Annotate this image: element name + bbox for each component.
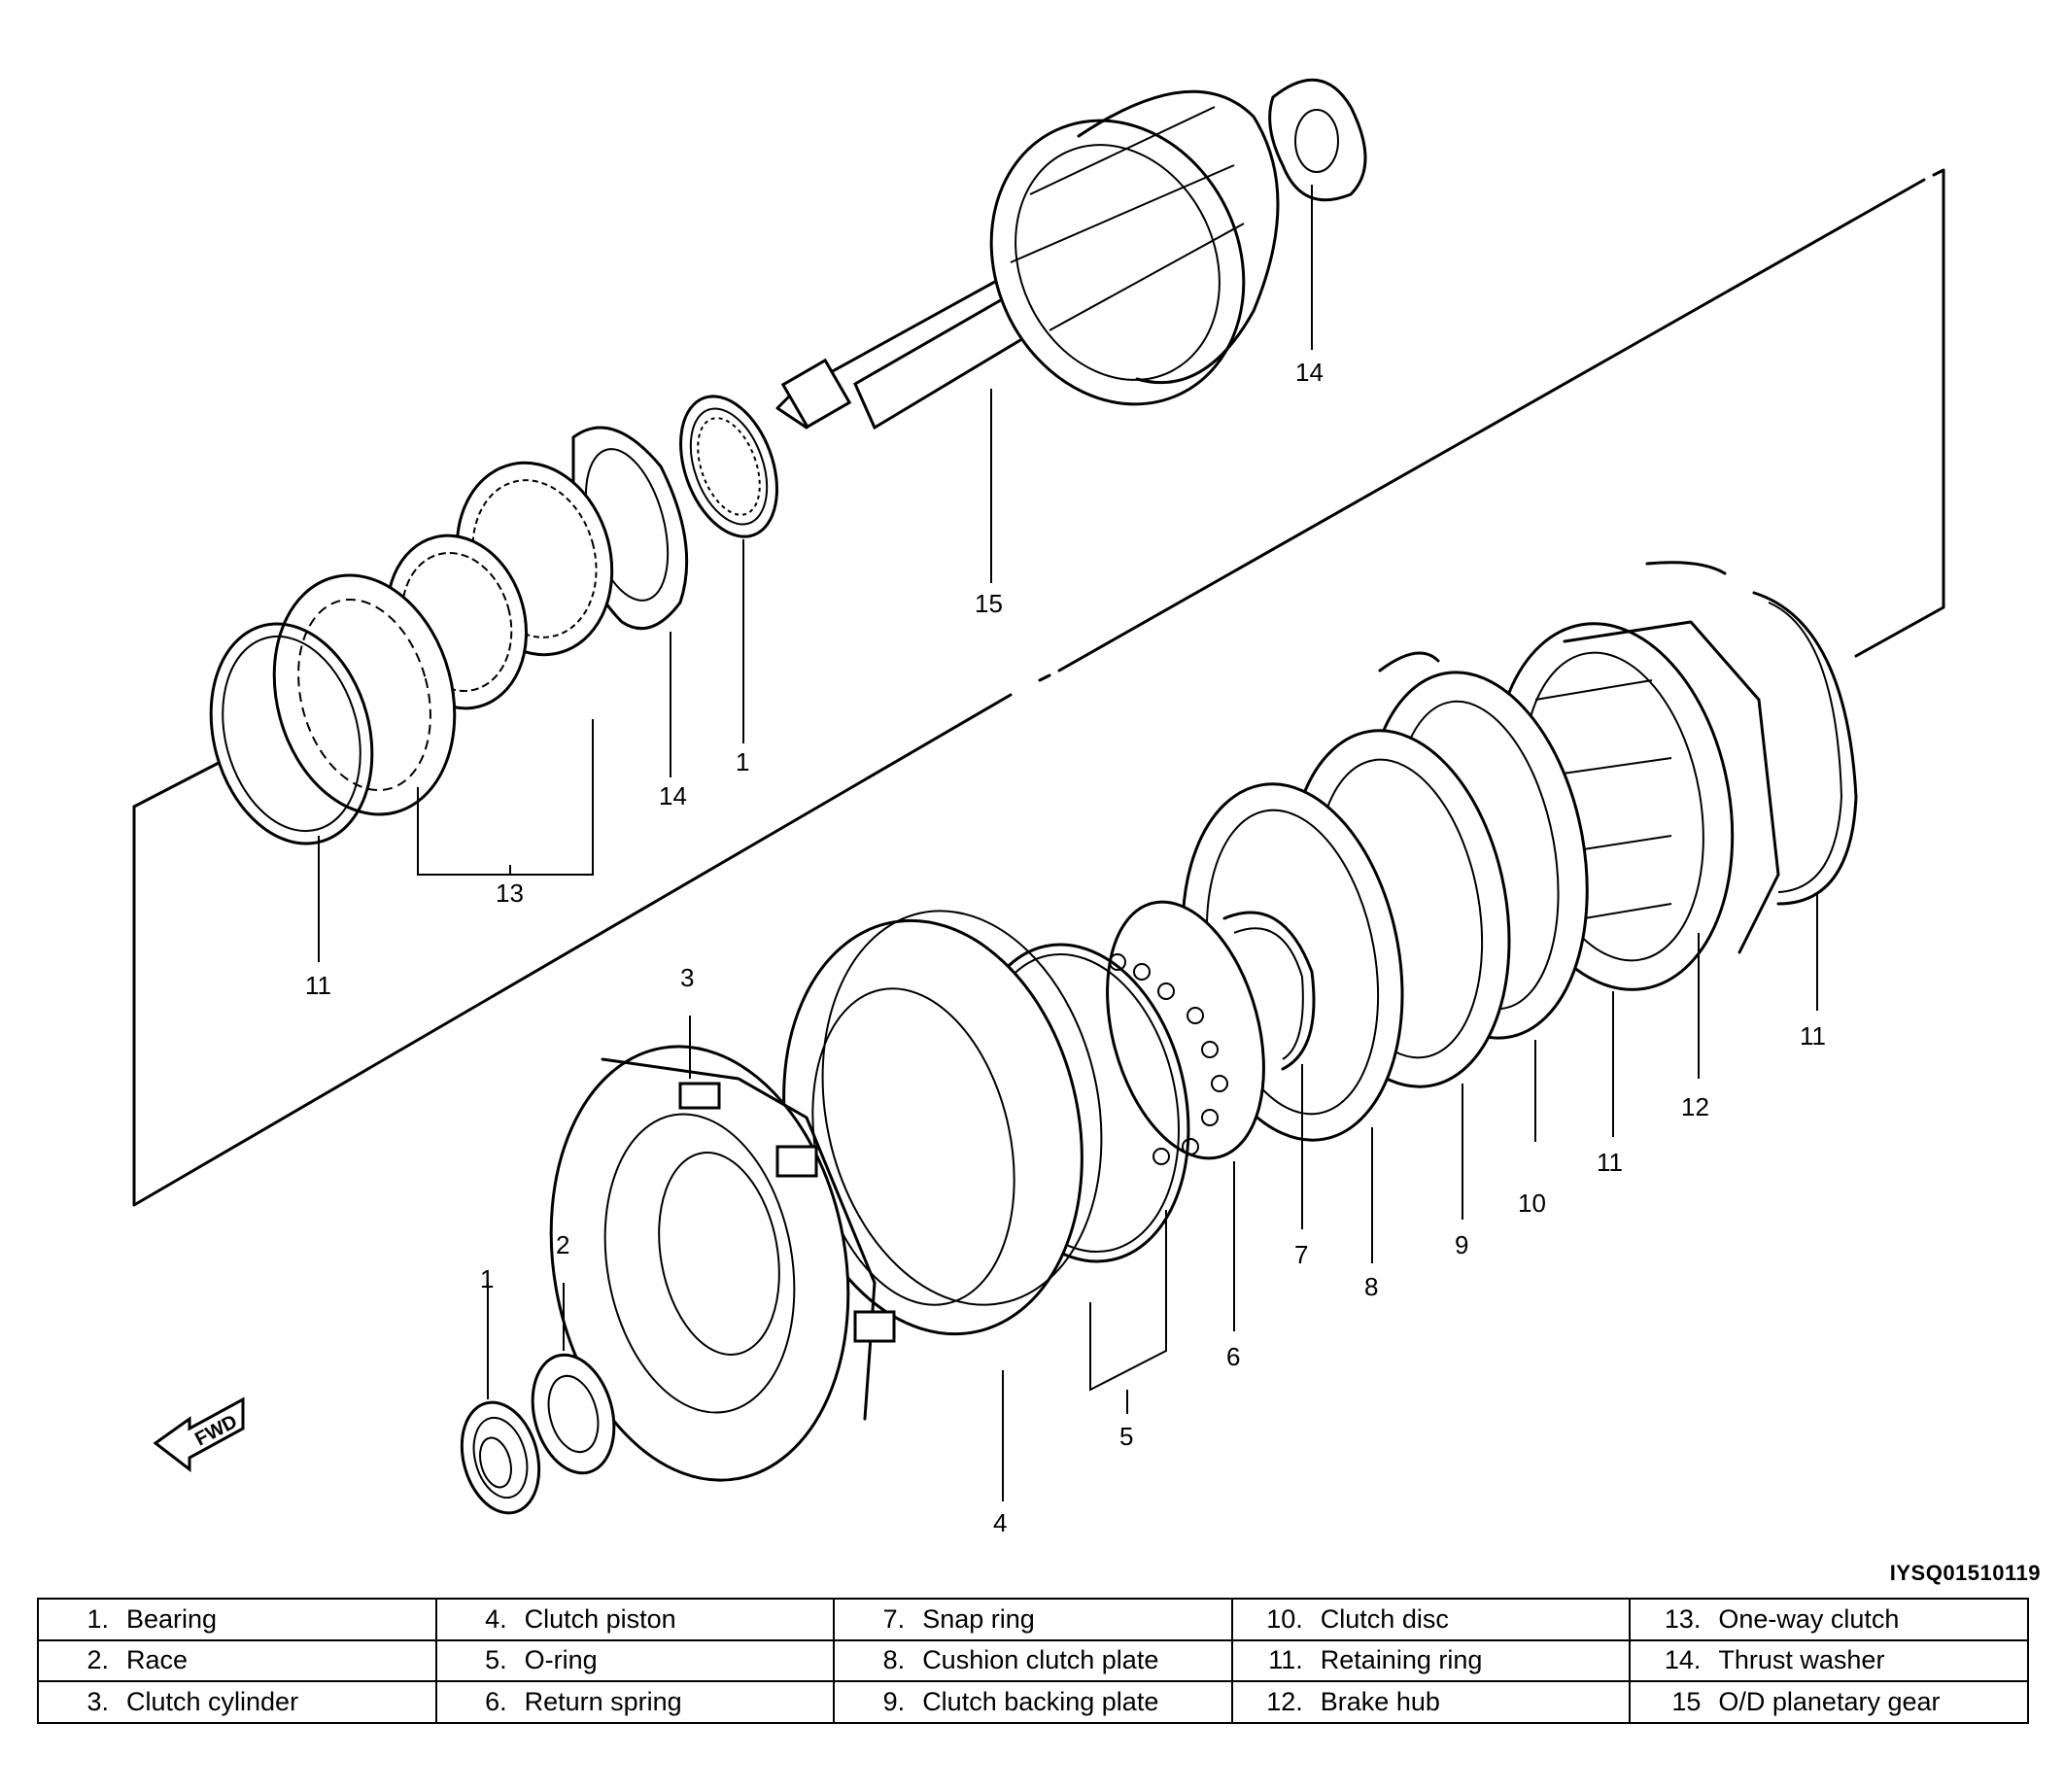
- legend-label: Race: [126, 1645, 189, 1675]
- legend-cell: 13. One-way clutch: [1629, 1598, 2029, 1641]
- legend-row: 2. Race 5. O-ring 8. Cushion clutch plate 11. R…: [37, 1638, 2029, 1683]
- legend-number: 2.: [86, 1645, 109, 1675]
- legend-label: Clutch backing plate: [922, 1687, 1159, 1717]
- callout-10: 10: [1518, 1189, 1546, 1218]
- legend-cell: 15 O/D planetary gear: [1629, 1680, 2029, 1724]
- legend-label: Thrust washer: [1718, 1645, 1885, 1675]
- legend-cell: 11. Retaining ring: [1230, 1638, 1632, 1683]
- callout-labels: 14 15 1 14 13 11 3 2 1 4 5 6 7 8 9 10 11…: [305, 358, 1826, 1537]
- return-spring-drawing: [1106, 900, 1265, 1165]
- callout-1-upper: 1: [736, 747, 749, 776]
- clutch-cylinder-drawing: [549, 1045, 896, 1482]
- legend-cell: 6. Return spring: [434, 1680, 836, 1724]
- legend-cell: 4. Clutch piston: [434, 1598, 836, 1641]
- callout-11-right: 11: [1800, 1021, 1826, 1051]
- legend-label: Bearing: [126, 1603, 218, 1634]
- legend-row: 1. Bearing 4. Clutch piston 7. Snap ring 10. Cl…: [37, 1598, 2029, 1641]
- legend-label: O-ring: [524, 1645, 598, 1675]
- bearing-lower-drawing: [460, 1400, 541, 1515]
- callout-2: 2: [556, 1230, 569, 1259]
- od-planetary-gear-drawing: [775, 89, 1280, 431]
- legend-number: 14.: [1664, 1645, 1702, 1675]
- legend-number: 6.: [485, 1687, 507, 1717]
- retaining-ring-right-drawing: [1645, 561, 1858, 906]
- callout-7: 7: [1294, 1240, 1308, 1269]
- legend-label: Cushion clutch plate: [922, 1645, 1159, 1675]
- callout-14-lower: 14: [659, 781, 687, 810]
- fwd-arrow-icon: FWD: [153, 1396, 245, 1473]
- legend-cell: 9. Clutch backing plate: [833, 1680, 1233, 1724]
- legend-number: 13.: [1664, 1603, 1702, 1634]
- callout-11-middle: 11: [1597, 1148, 1623, 1177]
- legend-number: 9.: [882, 1687, 906, 1717]
- legend-cell: 1. Bearing: [37, 1598, 437, 1641]
- thrust-washer-upper-drawing: [1268, 78, 1367, 202]
- callout-9: 9: [1455, 1230, 1468, 1259]
- legend-number: 11.: [1268, 1645, 1303, 1675]
- legend-label: Snap ring: [922, 1603, 1035, 1634]
- callout-14-upper: 14: [1295, 358, 1324, 387]
- legend-number: 8.: [882, 1645, 906, 1675]
- legend-cell: 3. Clutch cylinder: [37, 1680, 437, 1724]
- legend-cell: 12. Brake hub: [1230, 1680, 1632, 1724]
- legend-cell: 5. O-ring: [434, 1638, 836, 1683]
- figure-code: IYSQ01510119: [1889, 1561, 2041, 1585]
- legend-label: Clutch disc: [1320, 1603, 1449, 1634]
- legend-cell: 8. Cushion clutch plate: [833, 1638, 1233, 1683]
- legend-label: Retaining ring: [1320, 1645, 1483, 1675]
- callout-8: 8: [1364, 1272, 1378, 1301]
- legend-number: 5.: [485, 1645, 507, 1675]
- callout-12: 12: [1681, 1092, 1709, 1121]
- legend-label: Clutch piston: [524, 1603, 676, 1634]
- legend-cell: 7. Snap ring: [833, 1598, 1233, 1641]
- parts-legend-table: 1. Bearing 4. Clutch piston 7. Snap ring 10. Cl…: [37, 1598, 2029, 1724]
- clutch-piston-drawing: [782, 910, 1103, 1336]
- legend-row: 3. Clutch cylinder 6. Return spring 9. Clutch…: [37, 1680, 2029, 1724]
- assembly-outline: [132, 168, 1945, 1207]
- legend-label: Return spring: [524, 1687, 682, 1717]
- leader-lines: [318, 185, 1818, 1501]
- legend-number: 4.: [485, 1603, 507, 1634]
- legend-number: 12.: [1266, 1687, 1303, 1717]
- race-drawing: [531, 1353, 616, 1475]
- callout-5: 5: [1119, 1422, 1133, 1451]
- callout-15: 15: [975, 589, 1003, 618]
- legend-label: One-way clutch: [1718, 1603, 1900, 1634]
- legend-number: 1.: [86, 1603, 109, 1634]
- callout-11-left: 11: [305, 971, 331, 1000]
- one-way-clutch-drawing: [385, 461, 614, 710]
- legend-cell: 14. Thrust washer: [1629, 1638, 2029, 1683]
- legend-label: O/D planetary gear: [1718, 1687, 1941, 1717]
- legend-number: 7.: [882, 1603, 906, 1634]
- retaining-ring-upper-drawing: [209, 573, 457, 845]
- legend-number: 10.: [1266, 1603, 1303, 1634]
- legend-label: Brake hub: [1320, 1687, 1440, 1717]
- callout-6: 6: [1226, 1342, 1240, 1371]
- exploded-parts-diagram: FWD 14 15 1 14 13 11 3 2 1 4 5: [132, 78, 1945, 1537]
- callout-13: 13: [496, 879, 524, 908]
- legend-number: 3.: [86, 1687, 109, 1717]
- snap-ring-drawing: [1222, 911, 1316, 1071]
- bearing-upper-drawing: [679, 395, 778, 538]
- callout-1-lower: 1: [480, 1264, 494, 1293]
- legend-number: 15: [1671, 1687, 1702, 1717]
- callout-3: 3: [680, 963, 694, 992]
- legend-label: Clutch cylinder: [126, 1687, 299, 1717]
- legend-cell: 10. Clutch disc: [1230, 1598, 1632, 1641]
- legend-cell: 2. Race: [37, 1638, 437, 1683]
- callout-4: 4: [993, 1508, 1007, 1537]
